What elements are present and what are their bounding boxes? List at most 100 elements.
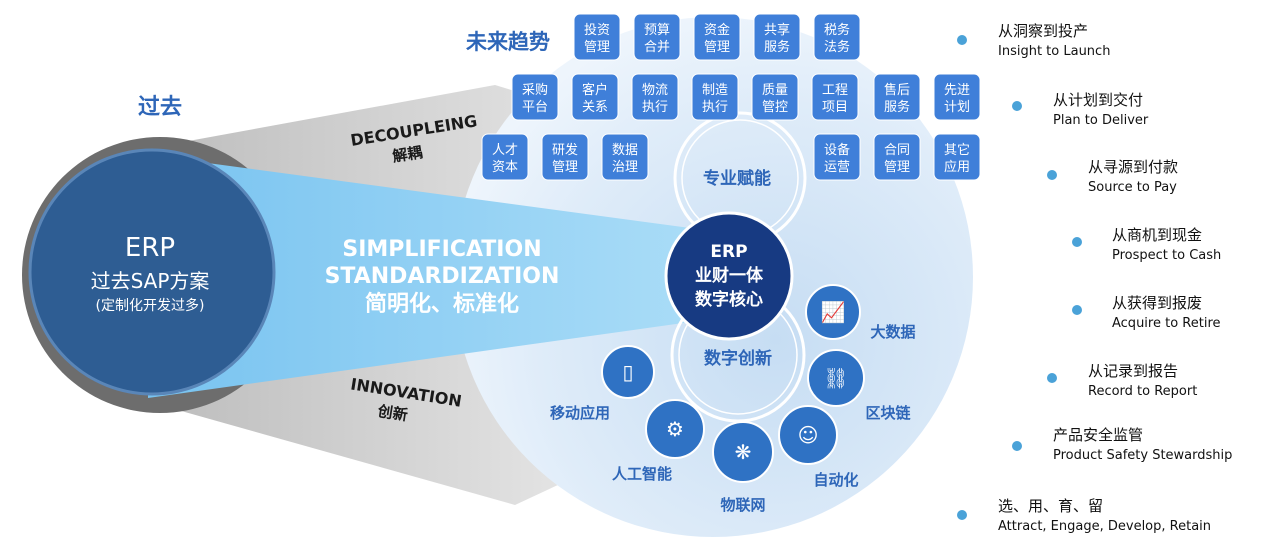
process-title-zh: 从计划到交付 — [1053, 91, 1143, 109]
tech-node-circle — [807, 349, 865, 407]
simplification-line3: 简明化、标准化 — [365, 291, 519, 317]
process-bullet — [1072, 305, 1082, 315]
process-item: 从计划到交付 Plan to Deliver — [1012, 91, 1149, 128]
process-title-zh: 从记录到报告 — [1088, 362, 1178, 380]
process-title-zh: 从获得到报废 — [1112, 294, 1202, 312]
past-label: 过去 — [138, 95, 182, 120]
module-tile-label: 合同 — [884, 143, 910, 158]
module-tile-label: 数据 — [612, 143, 638, 158]
module-tile-label: 平台 — [522, 100, 548, 115]
module-tile-label: 项目 — [822, 100, 848, 115]
module-tile-label: 管理 — [704, 40, 730, 55]
process-bullet — [957, 510, 967, 520]
process-title-en: Product Safety Stewardship — [1053, 448, 1232, 463]
network-nodes-icon: ❋ — [735, 440, 752, 464]
past-erp-subtitle: 过去SAP方案 — [91, 269, 210, 293]
module-tile-label: 税务 — [824, 22, 850, 38]
module-tile-label: 预算 — [644, 23, 670, 38]
process-item: 从获得到报废 Acquire to Retire — [1072, 294, 1221, 331]
module-tile-label: 关系 — [582, 100, 608, 115]
process-title-zh: 从商机到现金 — [1112, 226, 1202, 244]
future-label: 未来趋势 — [466, 30, 550, 54]
process-bullet — [1072, 237, 1082, 247]
professional-ring-label: 专业赋能 — [703, 168, 771, 189]
robot-icon: ☺ — [798, 423, 819, 447]
module-tile-label: 其它 — [944, 142, 970, 158]
module-tile-label: 资金 — [704, 22, 730, 38]
module-tile-label: 客户 — [582, 82, 608, 98]
mobile-phone-icon: ▯ — [622, 360, 633, 384]
tech-node-label: 物联网 — [720, 496, 765, 514]
gear-icon: ⚙ — [666, 417, 684, 441]
simplification-line1: SIMPLIFICATION — [342, 237, 541, 262]
process-title-zh: 从洞察到投产 — [998, 22, 1088, 40]
module-tile-label: 研发 — [552, 142, 578, 158]
innovation-zh: 创新 — [376, 402, 409, 425]
tech-node-circle — [712, 421, 774, 483]
tech-node: 📈 大数据 — [805, 284, 916, 341]
simplification-beam — [148, 155, 690, 398]
decoupling-zh: 解耦 — [391, 143, 423, 165]
process-title-en: Plan to Deliver — [1053, 113, 1149, 128]
module-tile-label: 管理 — [884, 160, 910, 175]
process-title-zh: 产品安全监管 — [1053, 426, 1143, 444]
process-bullet — [1012, 101, 1022, 111]
tech-node: ⚙人工智能 — [612, 399, 705, 483]
digital-ring-label: 数字创新 — [704, 348, 772, 369]
module-tile-label: 服务 — [764, 39, 790, 55]
process-item: 产品安全监管 Product Safety Stewardship — [1012, 426, 1232, 463]
module-tile-label: 资本 — [492, 160, 518, 175]
past-erp-note: (定制化开发过多) — [96, 297, 205, 314]
process-bullet — [1047, 373, 1057, 383]
tech-node-label: 自动化 — [813, 471, 858, 489]
tech-node: ❋ 物联网 — [712, 421, 774, 514]
module-tile-label: 管控 — [762, 100, 788, 115]
tech-node-circle — [645, 399, 705, 459]
tech-node: ▯ 移动应用 — [550, 345, 655, 422]
core-line3: 数字核心 — [695, 289, 763, 310]
module-tile-label: 执行 — [642, 100, 668, 115]
tech-node-label: 大数据 — [870, 323, 915, 341]
module-tile-label: 设备 — [824, 142, 850, 158]
tech-node-circle — [601, 345, 655, 399]
process-title-en: Prospect to Cash — [1112, 248, 1221, 263]
tech-nodes: 📈 大数据 ⛓区块链☺ 自动化 ❋ 物联网 ⚙人工智能 ▯ 移动应用 — [550, 284, 916, 514]
core-line2: 业财一体 — [695, 265, 764, 286]
process-title-en: Attract, Engage, Develop, Retain — [998, 519, 1211, 534]
tech-node-circle — [778, 405, 838, 465]
process-title-en: Acquire to Retire — [1112, 316, 1221, 331]
module-tile-label: 共享 — [764, 22, 790, 38]
module-tile-label: 物流 — [642, 83, 668, 98]
module-tile-label: 先进 — [944, 83, 970, 98]
module-tile-label: 法务 — [824, 39, 850, 55]
erp-core-circle — [664, 211, 794, 341]
process-bullet — [1047, 170, 1057, 180]
module-tile-label: 人才 — [492, 143, 518, 158]
process-title-zh: 从寻源到付款 — [1088, 158, 1178, 176]
process-title-zh: 选、用、育、留 — [998, 497, 1103, 515]
tech-node-circle — [805, 284, 861, 340]
module-tile-label: 应用 — [944, 159, 970, 175]
tech-node: ⛓区块链 — [807, 349, 911, 422]
module-tile-label: 合并 — [644, 40, 670, 55]
module-tile-label: 工程 — [822, 83, 848, 98]
monitor-chart-icon: 📈 — [821, 300, 846, 324]
tech-node-label: 移动应用 — [550, 404, 610, 422]
